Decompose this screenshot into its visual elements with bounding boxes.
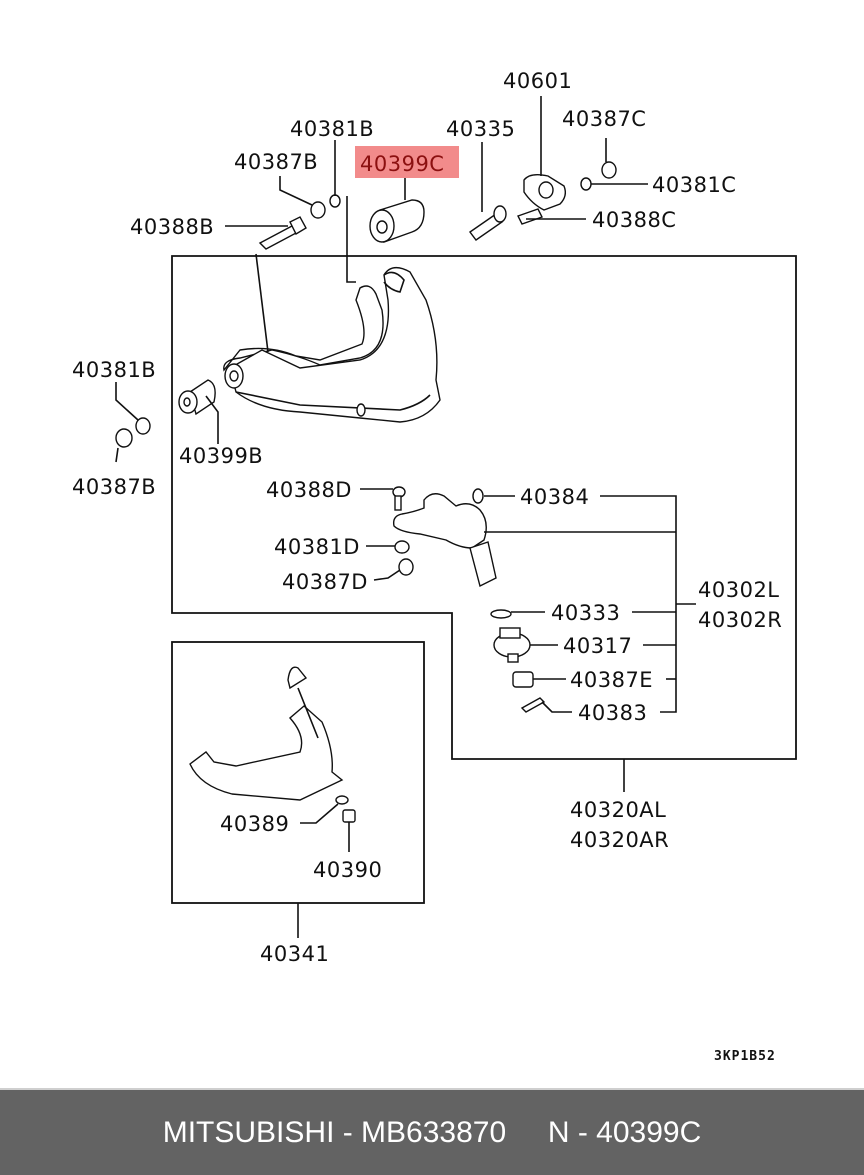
label-40399C[interactable]: 40399C	[360, 152, 444, 176]
label-40390[interactable]: 40390	[313, 858, 382, 882]
seal-40333-icon	[490, 609, 512, 619]
bushing-40399C-icon	[369, 199, 425, 243]
assembly-box-40320A	[171, 255, 797, 760]
ball-joint-icon	[392, 493, 497, 588]
washer-40381C-icon	[580, 177, 592, 191]
grease-nipple-40384-icon	[472, 488, 484, 504]
label-40302R[interactable]: 40302R	[698, 608, 782, 632]
label-40333[interactable]: 40333	[551, 601, 620, 625]
highlight-40399C	[355, 146, 459, 178]
label-40387C[interactable]: 40387C	[562, 107, 646, 131]
nut-40387E-icon	[512, 671, 534, 688]
label-40383[interactable]: 40383	[578, 701, 647, 725]
label-40320AR[interactable]: 40320AR	[570, 828, 669, 852]
label-40387D[interactable]: 40387D	[282, 570, 368, 594]
nut-40387B-icon	[310, 201, 326, 219]
footer-caption: MITSUBISHI - MB633870 N - 40399C	[162, 1115, 702, 1149]
nut-40390-icon	[342, 809, 356, 823]
bushing-40399B-icon	[178, 379, 216, 416]
washer-40381D-icon	[394, 540, 410, 554]
cotter-pin-40383-icon	[520, 697, 546, 713]
bolt-40388D-icon	[392, 486, 406, 511]
label-40389[interactable]: 40389	[220, 812, 289, 836]
bolt-40388B-icon	[258, 216, 307, 250]
parts-diagram: 40601 40381B 40335 40387C 40387B 40399C …	[72, 69, 797, 1064]
label-40335[interactable]: 40335	[446, 117, 515, 141]
label-40399B[interactable]: 40399B	[179, 444, 263, 468]
plate-40601-icon	[523, 173, 567, 211]
bolt-40388C-icon	[517, 208, 543, 225]
figure-code: 3KP1B52	[714, 1049, 776, 1064]
label-40341[interactable]: 40341	[260, 942, 329, 966]
label-40387B-top[interactable]: 40387B	[234, 150, 318, 174]
label-40388D[interactable]: 40388D	[266, 478, 352, 502]
label-40601[interactable]: 40601	[503, 69, 572, 93]
label-40381B-left[interactable]: 40381B	[72, 358, 156, 382]
nut-40387C-icon	[601, 161, 617, 179]
washer-40381B-left-icon	[135, 417, 151, 435]
label-40320AL[interactable]: 40320AL	[570, 798, 666, 822]
stopper-40389-icon	[335, 795, 349, 805]
lower-arm-icon	[189, 666, 344, 801]
label-40387B-left[interactable]: 40387B	[72, 475, 156, 499]
label-40384[interactable]: 40384	[520, 485, 589, 509]
label-40381B-top[interactable]: 40381B	[290, 117, 374, 141]
washer-40381B-icon	[329, 194, 341, 208]
label-40302L[interactable]: 40302L	[698, 578, 780, 602]
label-40381C[interactable]: 40381C	[652, 173, 736, 197]
boot-40317-icon	[493, 627, 531, 663]
label-40388C[interactable]: 40388C	[592, 208, 676, 232]
upper-arm-icon	[223, 267, 441, 423]
footer-bar: MITSUBISHI - MB633870 N - 40399C	[0, 1088, 864, 1175]
nut-40387D-icon	[398, 558, 414, 576]
bolt-40335-icon	[469, 205, 507, 241]
label-40388B[interactable]: 40388B	[130, 215, 214, 239]
label-40381D[interactable]: 40381D	[274, 535, 360, 559]
nut-40387B-left-icon	[115, 428, 133, 448]
label-40317[interactable]: 40317	[563, 634, 632, 658]
label-40387E[interactable]: 40387E	[570, 668, 653, 692]
